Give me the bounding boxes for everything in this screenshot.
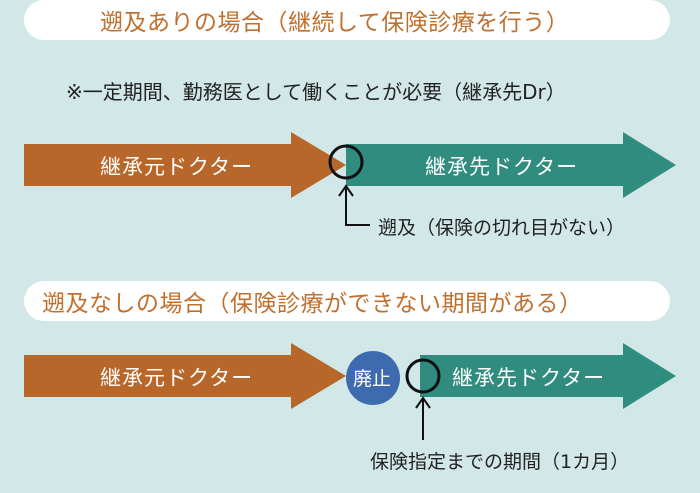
retroactive-pointer-head bbox=[338, 184, 354, 197]
handover-point-1 bbox=[328, 144, 364, 180]
retroactive-annotation: 遡及（保険の切れ目がない） bbox=[378, 217, 626, 239]
predecessor-arrow-2 bbox=[24, 343, 346, 409]
retroactive-pointer bbox=[345, 186, 370, 226]
abolish-circle bbox=[346, 351, 400, 405]
no-retroactive-heading-text: 遡及なしの場合（保険診療ができない期間がある） bbox=[42, 291, 583, 317]
no-retroactive-heading: 遡及なしの場合（保険診療ができない期間がある） bbox=[24, 281, 670, 321]
abolish-label: 廃止 bbox=[353, 368, 392, 390]
successor-label-1: 継承先ドクター bbox=[425, 155, 579, 179]
retroactive-heading: 遡及ありの場合（継続して保険診療を行う） bbox=[24, 0, 670, 40]
predecessor-label-1: 継承元ドクター bbox=[100, 155, 254, 179]
predecessor-arrow-1 bbox=[24, 132, 346, 198]
retroactive-heading-text: 遡及ありの場合（継続して保険診療を行う） bbox=[100, 10, 570, 36]
designation-pointer-head bbox=[415, 396, 431, 409]
successor-label-2: 継承先ドクター bbox=[452, 366, 606, 390]
requirement-note: ※一定期間、勤務医として働くことが必要（継承先Dr） bbox=[66, 80, 566, 104]
successor-arrow-2 bbox=[420, 343, 676, 409]
predecessor-label-2: 継承元ドクター bbox=[100, 366, 254, 390]
handover-point-2 bbox=[405, 358, 441, 394]
successor-arrow-1 bbox=[346, 132, 676, 198]
designation-annotation: 保険指定までの期間（1カ月） bbox=[370, 451, 630, 473]
